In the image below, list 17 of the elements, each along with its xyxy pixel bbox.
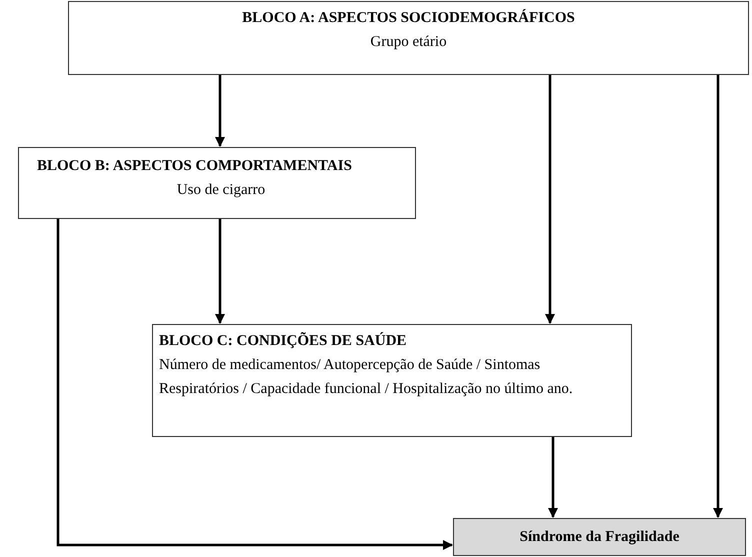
block-heading: BLOCO C: CONDIÇÕES DE SAÚDE xyxy=(159,331,408,351)
arrow xyxy=(215,219,225,324)
block-heading: BLOCO A: ASPECTOS SOCIODEMOGRÁFICOS xyxy=(241,8,576,28)
block-description: Grupo etário xyxy=(369,33,448,52)
block-box xyxy=(18,147,416,219)
block-description: Número de medicamentos/ Autopercepção de Saúde / Sintomas Respiratórios / Capacidade funcional / Hospitalização no último ano. xyxy=(159,356,574,399)
block-box xyxy=(152,324,632,437)
block-heading: Síndrome da Fragilidade xyxy=(518,528,680,547)
block-description: Uso de cigarro xyxy=(176,181,266,200)
arrow xyxy=(215,75,225,147)
block-heading: BLOCO B: ASPECTOS COMPORTAMENTAIS xyxy=(37,157,353,176)
arrow xyxy=(548,437,558,518)
block-box xyxy=(68,1,749,75)
outcome-box xyxy=(453,518,746,556)
arrow xyxy=(545,75,555,324)
arrow xyxy=(56,219,453,550)
arrow xyxy=(713,75,723,518)
